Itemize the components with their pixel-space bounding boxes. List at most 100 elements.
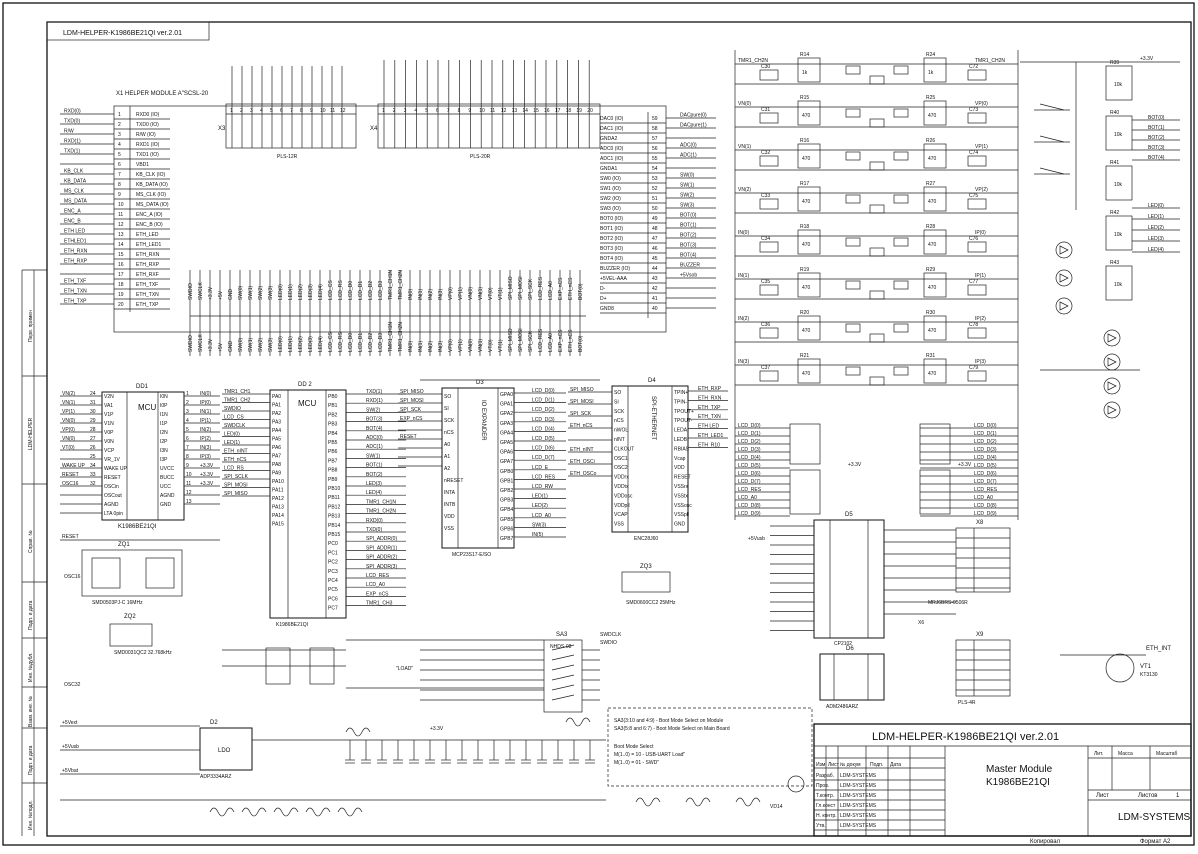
bot-signal: BOT(0) [1148,115,1165,121]
x1-right-pin-name: BOT3 (IO) [600,246,623,252]
rs485-part: ADM2486ARZ [826,704,858,710]
mcu-left-pin-number: 30 [90,409,96,415]
x4-pin-number: 10 [479,108,485,114]
x1-left-signal: TXD(0) [64,119,80,125]
mcu2-right-pin: PB7 [328,458,338,464]
x3-pin-number: 7 [290,108,293,114]
sa3-contact [551,654,575,661]
eth-ref: D4 [648,378,656,384]
lcd-signal: LCD_A0 [738,495,757,501]
mcu-left-pin-name: VR_1V [104,457,121,463]
mcu2-right-pin: PC5 [328,587,338,593]
mcu2-left-signal: LED(1) [224,440,240,446]
role-name: Разраб. [816,773,834,779]
mcu-left-pin-number: 29 [90,418,96,424]
exp-right-pin: GPB1 [500,478,514,484]
x1-bottom-signal: SPI_SCK [528,330,534,352]
reset-label: RESET [62,534,79,540]
mcu-right-pin-name: I3P [160,457,168,463]
role-person: LDM-SYSTEMS [840,823,877,829]
mcu2-right-pin: PB10 [328,486,340,492]
resistor [923,100,947,126]
product-name-1: Master Module [986,764,1053,775]
x1-bottom-pin: LED(4) [318,284,324,300]
bot-signal: BOT(4) [1148,155,1165,161]
x1-right-pin-number: 43 [652,276,658,282]
x1-bottom-signal: BOT(0) [578,335,584,352]
x1-left-pin-number: 6 [118,162,121,168]
capacitor-ref: C76 [969,236,978,242]
x1-left-pin-name: KB_CLK (IO) [136,172,166,178]
note-line: SA3(5:8 and 6:7) - Boot Mode Select on M… [614,726,730,732]
lcd-signal-right: LCD_D(0) [974,423,997,429]
resistor-ref: R27 [926,181,935,187]
resistor [1105,265,1133,301]
x1-bottom-signal: TMR1_CH2N [398,322,404,352]
mcu2-left-pin: PA14 [272,513,284,519]
mcu-left-pin-name: V0P [104,430,114,436]
rs485-d6: D6 ADM2486ARZ [819,646,885,710]
exp-left-signal: SPI_SCK [400,407,422,413]
mcu2-right-signal: SPI_ADDR(1) [366,545,397,551]
x1-bottom-signal: LED(0) [278,336,284,352]
resistor-value: 470 [928,328,937,334]
resistor-ref: R29 [926,267,935,273]
zq2-part: SMD0031QC2 32.768kHz [114,650,172,656]
x1-bottom-signal: VN(0) [468,339,474,352]
x1-bottom-signal: LCD_RES [538,328,544,352]
x1-left-signal: RXD(0) [64,109,81,115]
exp-right-pin: GPA0 [500,392,513,398]
x3-pin-number: 1 [230,108,233,114]
mcu-right-signal: IN(1) [200,409,211,415]
resistor [797,315,821,341]
mcu-left-pin-name: OSCout [104,493,122,499]
resistor [923,315,947,341]
x1-bottom-pin: VP(1) [458,287,464,300]
led-symbol [1107,333,1117,343]
mcu2-right-pin: PB15 [328,532,340,538]
mcu-left-signal: RESET [62,472,79,478]
mcu-left-pin-number: 34 [90,463,96,469]
resistor-array [789,469,821,515]
resistor-array [789,423,821,465]
resistor-ref: R24 [926,52,935,58]
mcu2-right-pin: PB14 [328,523,340,529]
capacitor-ref: C30 [761,64,770,70]
eth-left-pin: VCAP [614,512,628,518]
x1-left-signal: R/W [64,129,74,135]
x4-pin-number: 2 [393,108,396,114]
x3-part: PLS-12R [277,154,298,160]
resistor-value: 10k [1114,182,1123,188]
eth-left-pin: OSC2 [614,465,628,471]
capacitor [869,118,885,128]
x1-right-pin-number: 57 [652,136,658,142]
resistor-pack [265,647,291,685]
exp-ref: D3 [476,380,484,386]
x1-left-signal: KB_DATA [64,179,87,185]
role-person: LDM-SYSTEMS [840,773,877,779]
exp-left-pin: SO [444,394,451,400]
eth-right-pin: TPOUT- [674,418,693,424]
power-usb: +5Vusb [748,536,765,542]
mcu-left-pin-name: RESET [104,475,121,481]
mcu2-right-signal: BOT(3) [366,417,383,423]
x4-part: PLS-20R [470,154,491,160]
eth-left-pin: SO [614,390,621,396]
resistor-value: 10k [1114,132,1123,138]
mcu2-part: K1986BE21QI [276,622,308,628]
mcu2-left-signal: SPI_SCLK [224,474,249,480]
mcu-right-pin-number: 8 [186,454,189,460]
exp-right-signal: LCD_D(5) [532,436,555,442]
led-symbol [1107,405,1117,415]
exp-right-pin: GPA6 [500,450,513,456]
capacitor [893,237,909,247]
capacitor [759,284,779,296]
lcd-signal: LCD_D(7) [738,479,761,485]
mcu2-right-pin: PB0 [328,394,338,400]
capacitor [967,370,987,382]
usb-ref: D5 [845,512,853,518]
lcd-signal: LCD_D(0) [738,423,761,429]
resistor-value: 470 [802,371,811,377]
role-person: LDM-SYSTEMS [840,803,877,809]
